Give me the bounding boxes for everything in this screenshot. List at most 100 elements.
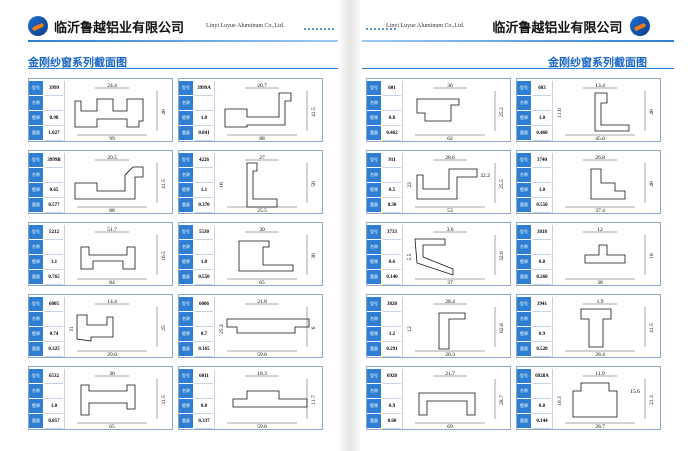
name-value (383, 240, 401, 255)
field-label: 名称 (29, 312, 43, 327)
thickness-value: 1.2 (383, 327, 401, 342)
header-dots (366, 28, 396, 30)
header-rule (362, 40, 674, 42)
field-label: 重量 (517, 198, 531, 213)
weight-value: 0.337 (195, 414, 213, 429)
profile-outline (224, 92, 292, 128)
field-label: 名称 (179, 168, 193, 183)
thickness-value: 1.0 (533, 111, 551, 126)
book-spine (338, 0, 362, 451)
card-divider (552, 81, 553, 141)
field-label: 重量 (517, 126, 531, 141)
section-title: 金刚纱窗系列截面图 (28, 56, 127, 69)
section-underline (362, 68, 674, 69)
model-value: 3818 (533, 225, 551, 240)
field-label: 名称 (367, 96, 381, 111)
weight-value: 0.550 (533, 198, 551, 213)
name-value (45, 96, 63, 111)
height-dimension: 16.5 (161, 251, 167, 261)
extra-dimension: 16 (219, 182, 225, 188)
card-divider (402, 225, 403, 285)
model-value: 5212 (45, 225, 63, 240)
secondary-dimension: 3.6 (447, 227, 454, 233)
field-label: 壁厚 (179, 255, 193, 270)
secondary-dimension: 12 (597, 227, 603, 233)
height-dimension: 41.5 (161, 179, 167, 189)
profile-outline (590, 168, 626, 200)
name-value (383, 168, 401, 183)
field-label: 壁厚 (367, 255, 381, 270)
header-rule (28, 40, 338, 42)
height-dimension: 50 (311, 181, 317, 187)
field-label: 名称 (367, 168, 381, 183)
field-label: 壁厚 (367, 399, 381, 414)
width-dimension: 28.4 (595, 352, 605, 357)
profile-outline (246, 162, 278, 208)
card-divider (64, 225, 65, 285)
profile-outline (74, 166, 144, 200)
left-header: 临沂鲁越铝业有限公司 Linyi Luyue Aluminum Co.,Ltd. (28, 14, 284, 38)
name-value (45, 240, 63, 255)
weight-value: 0.462 (383, 126, 401, 141)
width-dimension: 29.6 (107, 352, 117, 357)
model-value: 5530 (195, 225, 213, 240)
field-label: 重量 (179, 198, 193, 213)
field-label: 型号 (29, 153, 43, 168)
field-label: 重量 (179, 342, 193, 357)
height-dimension: 32.6 (499, 251, 505, 261)
name-value (45, 312, 63, 327)
company-logo-icon (28, 16, 48, 36)
right-header: Linyi Luyue Aluminum Co.,Ltd. 临沂鲁越铝业有限公司 (362, 14, 651, 38)
field-label: 型号 (367, 153, 381, 168)
width-dimension: 62 (447, 136, 453, 141)
secondary-dimension: 18.3 (257, 371, 267, 377)
card-divider (402, 81, 403, 141)
secondary-dimension: 30 (259, 227, 265, 233)
secondary-dimension: 20.5 (107, 155, 117, 161)
thickness-value: 1.1 (45, 255, 63, 270)
secondary-dimension: 26.8 (595, 155, 605, 161)
company-logo-icon (630, 16, 651, 36)
field-label: 重量 (367, 198, 381, 213)
thickness-value: 0.9 (383, 399, 401, 414)
width-dimension: 99 (109, 136, 115, 141)
field-label: 重量 (29, 342, 43, 357)
field-label: 壁厚 (29, 255, 43, 270)
height-dimension: 40 (649, 181, 655, 187)
extra-dimension-c: 15.6 (630, 389, 640, 395)
model-value: 6532 (45, 369, 63, 384)
model-value: 4226 (195, 153, 213, 168)
field-label: 型号 (517, 297, 531, 312)
secondary-dimension: 1.9 (597, 299, 604, 305)
card-divider (64, 81, 65, 141)
card-divider (214, 81, 215, 141)
width-dimension: 84 (109, 280, 115, 285)
field-label: 型号 (517, 225, 531, 240)
thickness-value: 1.1 (195, 183, 213, 198)
card-divider (402, 369, 403, 429)
field-label: 重量 (367, 270, 381, 285)
extra-dimension: 5.5 (407, 253, 413, 260)
field-label: 型号 (367, 225, 381, 240)
height-dimension: 40 (649, 109, 655, 115)
model-value: 6928 (383, 369, 401, 384)
width-dimension: 69 (447, 424, 453, 429)
thickness-value: 0.8 (195, 399, 213, 414)
field-label: 壁厚 (29, 183, 43, 198)
height-dimension: 41.5 (311, 107, 317, 117)
name-value (533, 96, 551, 111)
width-dimension: 38 (597, 280, 603, 285)
